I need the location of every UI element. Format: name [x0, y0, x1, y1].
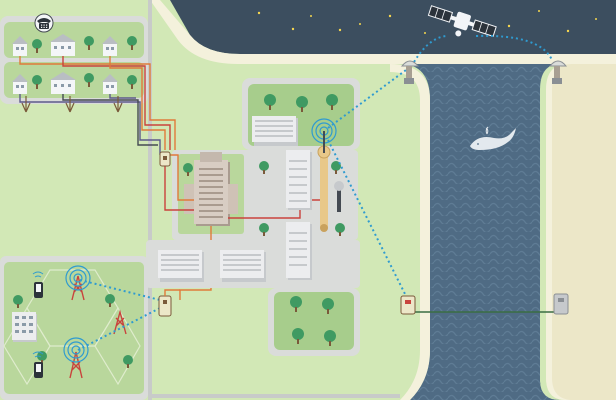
residential-trees: [32, 36, 137, 89]
telephone-poles: [21, 96, 123, 113]
radio-tower-icon: [311, 118, 337, 232]
mobile-trees: [13, 294, 133, 368]
office-tower-icon: [286, 222, 312, 280]
satellite-dish-icon: [400, 60, 420, 84]
east-island: [546, 64, 616, 400]
tree-icon: [290, 296, 302, 312]
top-shoreline: [150, 0, 616, 64]
junction-box-icon: [158, 295, 172, 317]
junction-box-icon: [159, 151, 171, 167]
house-icon: [50, 34, 76, 56]
tree-icon: [331, 161, 341, 174]
tree-icon: [127, 75, 137, 89]
house-icon: [12, 36, 28, 56]
stars: [257, 10, 597, 34]
house-icon: [50, 72, 76, 94]
tree-icon: [37, 351, 47, 364]
cable-terminal-east: [553, 293, 569, 315]
tree-icon: [183, 163, 193, 176]
tree-icon: [123, 355, 133, 368]
tree-icon: [335, 223, 345, 236]
road-boundary: [148, 0, 152, 400]
tree-icon: [259, 223, 269, 236]
house-row-bottom: [12, 72, 118, 94]
tree-icon: [32, 39, 42, 53]
tree-icon: [292, 328, 304, 344]
coverage-hexagons: [3, 269, 141, 386]
apartment-building-icon: [12, 312, 37, 342]
central-trees: [183, 161, 345, 236]
cell-tower-icon: [65, 265, 91, 301]
house-icon: [102, 36, 118, 56]
tree-icon: [32, 75, 42, 89]
radio-tower-icon: [334, 181, 344, 212]
warehouse-icon: [220, 250, 266, 282]
tree-icon: [127, 36, 137, 50]
tree-icon: [259, 161, 269, 174]
satellite-dish-icon: [548, 60, 568, 84]
west-shore: [390, 64, 430, 400]
whale-icon: [470, 126, 516, 150]
cable-terminal-west: [400, 295, 416, 315]
satellite-icon: [427, 5, 497, 37]
cell-tower-icon: [63, 337, 89, 379]
mobile-signal-links: [77, 279, 161, 351]
tree-icon: [84, 73, 94, 87]
telephone-exchange-icon: [184, 152, 238, 226]
park-trees-south: [290, 296, 336, 346]
park-trees-north: [264, 94, 338, 112]
tree-icon: [296, 96, 308, 112]
warehouse-icon: [158, 250, 204, 282]
house-row-top: [12, 34, 118, 56]
satellite-uplink: [413, 34, 553, 63]
tree-icon: [326, 94, 338, 110]
tree-icon: [13, 295, 23, 308]
tree-icon: [105, 294, 115, 307]
night-sky: [170, 0, 616, 54]
mobile-phone-icon: [32, 351, 44, 378]
house-icon: [102, 74, 118, 94]
office-tower-icon: [286, 150, 312, 210]
residential-cables: [19, 56, 176, 155]
tree-icon: [84, 36, 94, 50]
tree-icon: [322, 298, 334, 314]
apartment-building-icon: [252, 116, 298, 146]
tree-icon: [324, 330, 336, 346]
house-icon: [12, 74, 28, 94]
telephone-icon: [34, 13, 54, 33]
tree-icon: [264, 94, 276, 110]
mobile-phone-icon: [32, 271, 44, 298]
radio-links: [327, 69, 407, 297]
